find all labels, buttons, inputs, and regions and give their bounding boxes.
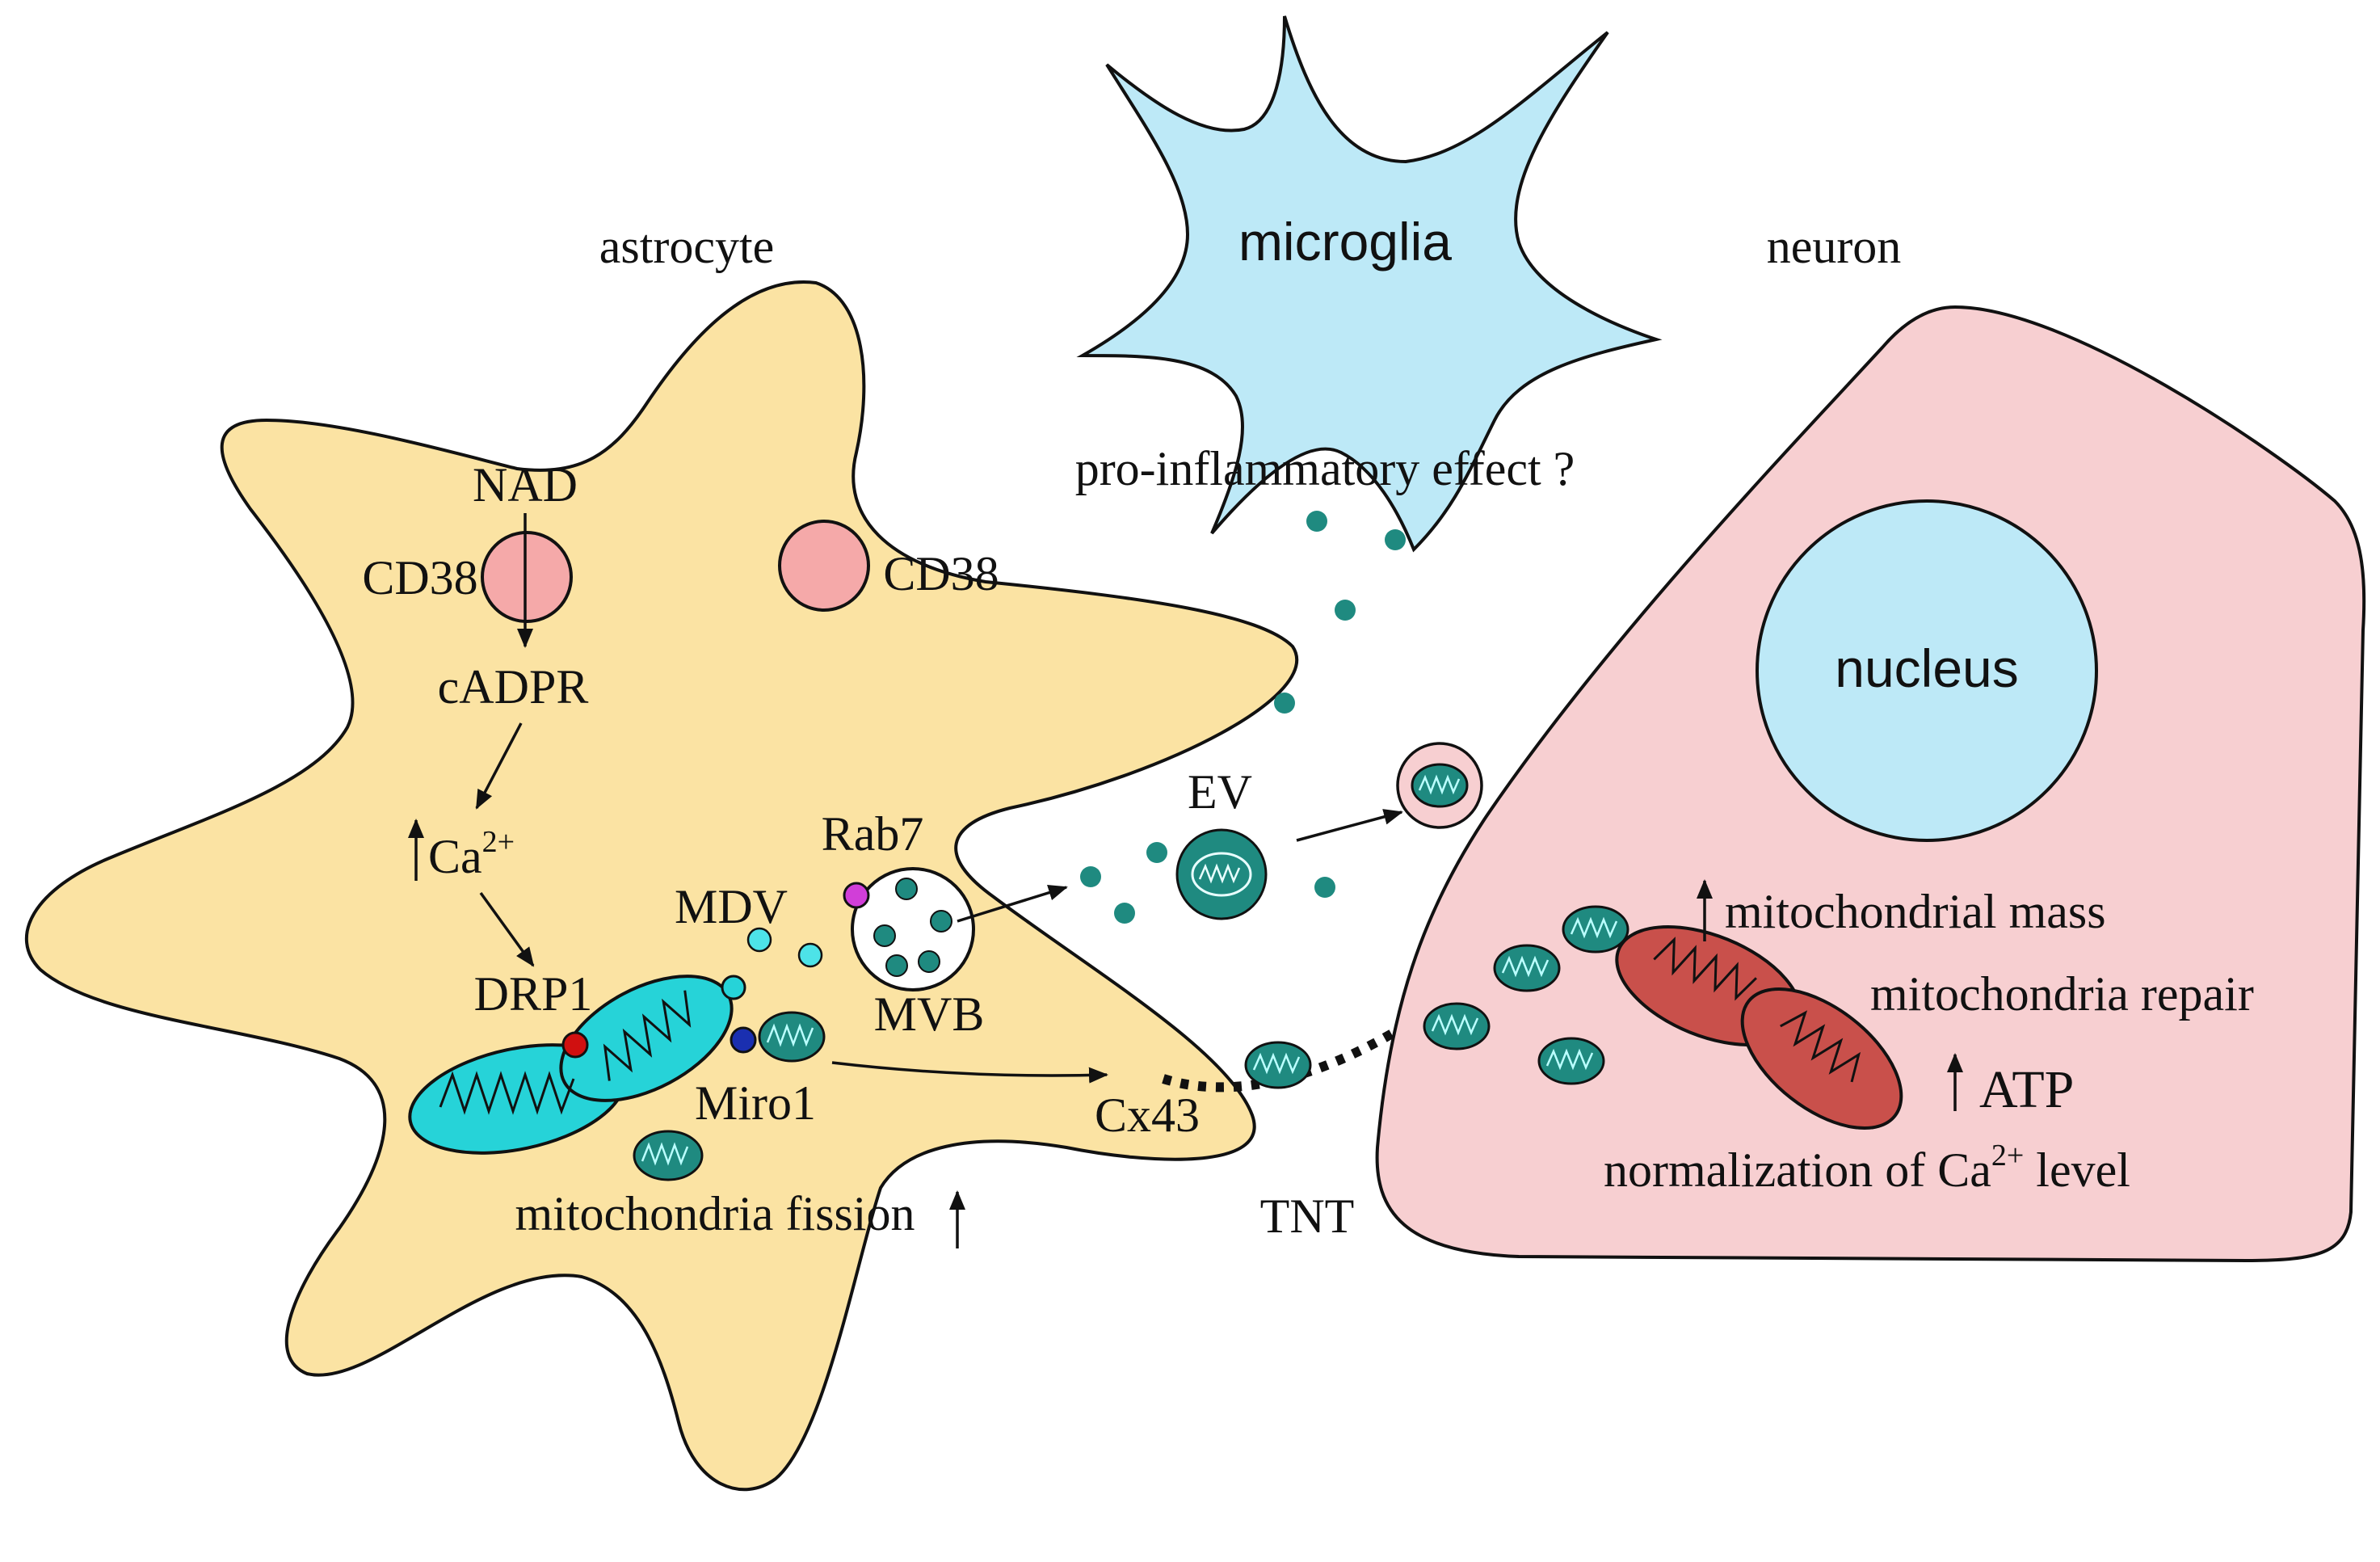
cadpr-label: cADPR xyxy=(438,660,589,714)
mdv-vesicle-1 xyxy=(746,927,772,953)
mitochondrion-small xyxy=(633,1130,704,1181)
ca-label: Ca2+ xyxy=(428,825,515,883)
neuron-cell: nucleus xyxy=(1375,305,2366,1263)
drp1-label: DRP1 xyxy=(474,967,593,1021)
nucleus-label: nucleus xyxy=(1835,638,2019,698)
rab7-marker xyxy=(843,882,870,909)
cd38-receptor-left xyxy=(481,531,573,623)
astrocyte-cell xyxy=(25,280,1299,1492)
dividing-mitochondrion xyxy=(408,975,746,1155)
neuron-title: neuron xyxy=(1767,220,1902,273)
pro-inflammatory-label: pro-inflammatory effect ? xyxy=(1075,442,1575,495)
nucleus xyxy=(1756,499,2098,842)
tnt-label: TNT xyxy=(1260,1189,1355,1243)
astrocyte-body xyxy=(25,280,1299,1492)
atp-label: ATP xyxy=(1979,1060,2074,1119)
ev-vesicle xyxy=(1175,828,1268,920)
mitochondrial-mass-label: mitochondrial mass xyxy=(1725,885,2106,938)
miro1-label: Miro1 xyxy=(695,1076,816,1130)
tnt-mitochondrion xyxy=(1244,1041,1312,1089)
mvb-label: MVB xyxy=(874,987,985,1041)
mitochondrion-miro1 xyxy=(758,1011,826,1063)
cd38-receptor-right xyxy=(778,520,870,612)
drp1-marker xyxy=(561,1031,589,1059)
repaired-mitochondrion xyxy=(1615,925,1903,1130)
miro1-to-cx43-arrow xyxy=(831,1061,1108,1084)
miro1-marker xyxy=(730,1026,757,1054)
mvb-to-ev-arrow xyxy=(957,884,1068,923)
mdv-vesicle-2 xyxy=(797,942,823,968)
rab7-label: Rab7 xyxy=(822,807,924,861)
ev-to-neuron-arrow xyxy=(1296,809,1403,842)
ca-to-drp1-arrow xyxy=(479,891,535,967)
mitochondria-repair-label: mitochondria repair xyxy=(1870,967,2254,1021)
microglia-label: microglia xyxy=(1238,212,1452,272)
astrocyte-title: astrocyte xyxy=(599,220,775,273)
mdv-label: MDV xyxy=(675,880,788,933)
cx43-label: Cx43 xyxy=(1095,1088,1200,1142)
microglia-cell: microglia xyxy=(1076,15,1663,553)
cd38-right-label: CD38 xyxy=(883,547,999,600)
mvb xyxy=(851,867,975,992)
endocytosed-ev xyxy=(1396,742,1483,829)
released-vesicles xyxy=(1080,511,1406,924)
cd38-left-label: CD38 xyxy=(362,551,477,604)
cadpr-to-ca-arrow xyxy=(475,722,523,810)
normalization-label: normalization of Ca2+ level xyxy=(1604,1139,2130,1197)
microglia-body xyxy=(1076,15,1663,553)
fission-label: mitochondria fission xyxy=(515,1187,915,1240)
neuron-mitochondria xyxy=(1423,905,1629,1085)
ev-label: EV xyxy=(1188,765,1252,819)
nad-label: NAD xyxy=(473,458,578,512)
